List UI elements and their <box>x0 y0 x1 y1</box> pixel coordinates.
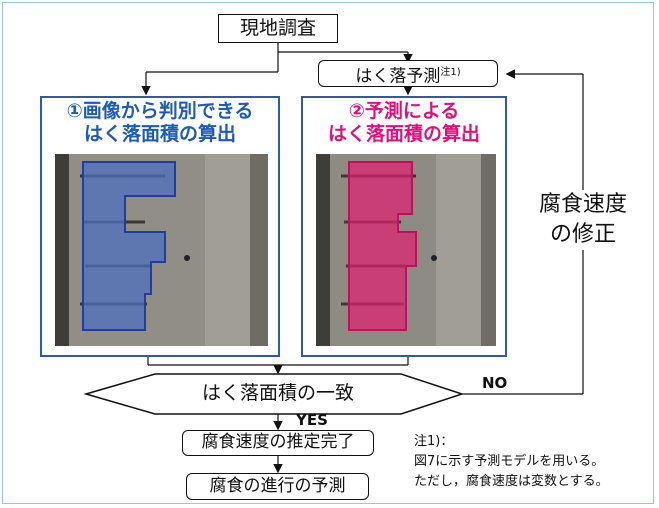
footnote-line1: 図7に示す予測モデルを用いる。 <box>414 454 605 469</box>
panel-prediction-based: ②予測による はく落面積の算出 <box>301 96 507 357</box>
panel-image-based: ①画像から判別できる はく落面積の算出 <box>40 96 280 357</box>
photo1-graphic <box>55 154 268 346</box>
progress-prediction-label: 腐食の進行の予測 <box>209 476 346 496</box>
figure-frame <box>2 2 654 504</box>
survey-label: 現地調査 <box>239 17 316 39</box>
photo2-graphic <box>316 154 496 346</box>
panel1-title-line1: ①画像から判別できる <box>66 100 254 122</box>
footnote: 注1)： 図7に示す予測モデルを用いる。 ただし，腐食速度は変数とする。 <box>414 432 652 492</box>
panel2-title-line1: ②予測による <box>348 100 460 122</box>
decision-diamond <box>83 373 465 415</box>
panel2-title-line2: はく落面積の算出 <box>327 123 480 145</box>
panel1-title-line2: はく落面積の算出 <box>83 123 236 145</box>
prediction-label: はく落予測 <box>355 66 441 87</box>
footnote-line2: ただし，腐食速度は変数とする。 <box>414 474 609 489</box>
correction-line1: 腐食速度 <box>538 192 627 217</box>
prediction-box: はく落予測注1) <box>318 60 498 87</box>
estimate-complete-label: 腐食速度の推定完了 <box>201 432 355 452</box>
decision-label: はく落面積の一致 <box>201 382 354 404</box>
no-label: NO <box>482 374 508 392</box>
estimate-complete-box: 腐食速度の推定完了 <box>182 430 374 456</box>
progress-prediction-box: 腐食の進行の予測 <box>186 473 369 500</box>
footnote-title: 注1)： <box>414 434 454 449</box>
overlay-spalling-area-1 <box>82 161 176 331</box>
survey-box: 現地調査 <box>218 14 338 43</box>
correction-line2: の修正 <box>549 222 616 247</box>
concrete-photo-2 <box>316 154 496 346</box>
prediction-note-mark: 注1) <box>440 67 461 78</box>
concrete-photo-1 <box>55 154 268 346</box>
overlay-spalling-area-2 <box>348 161 417 331</box>
yes-label: YES <box>296 411 328 429</box>
correction-label: 腐食速度 の修正 <box>528 190 638 250</box>
